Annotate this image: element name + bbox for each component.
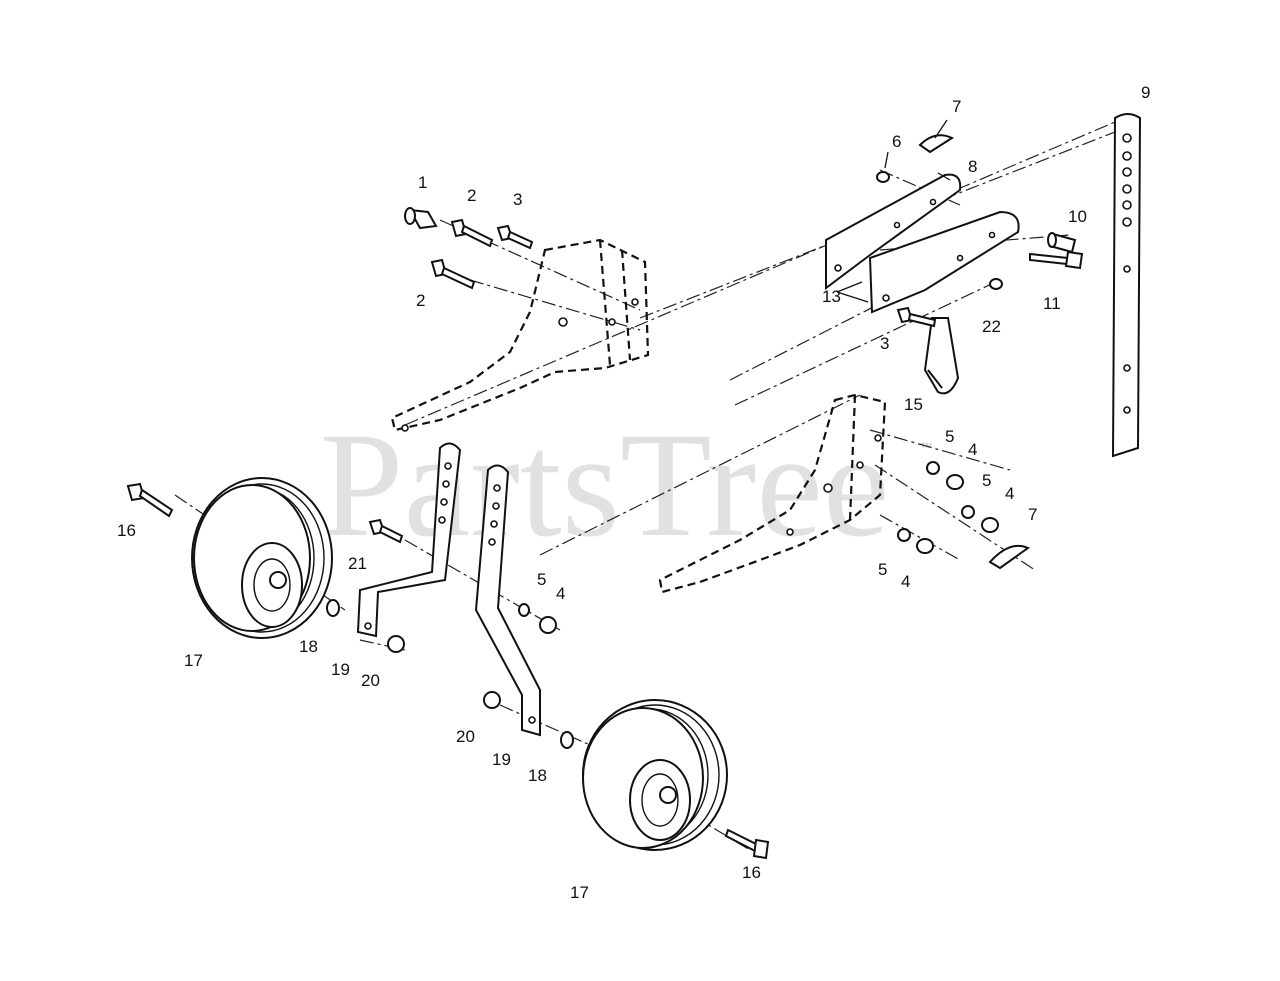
callout-16: 16 bbox=[742, 863, 761, 882]
callout-4: 4 bbox=[968, 440, 977, 459]
washer-right-1 bbox=[926, 461, 940, 475]
callout-20: 20 bbox=[361, 671, 380, 690]
washer-right-3 bbox=[897, 528, 911, 542]
nut-right-3 bbox=[916, 538, 934, 554]
callout-10: 10 bbox=[1068, 207, 1087, 226]
callout-5: 5 bbox=[982, 471, 991, 490]
lock-nut-upper bbox=[876, 171, 890, 183]
callout-15: 15 bbox=[904, 395, 923, 414]
callout-4: 4 bbox=[1005, 484, 1014, 503]
callout-6: 6 bbox=[892, 132, 901, 151]
hex-bolt-lower bbox=[430, 258, 476, 290]
callout-1: 1 bbox=[418, 173, 427, 192]
hairpin-clip-lower bbox=[988, 544, 1031, 570]
watermark-text: PartsTree bbox=[320, 402, 889, 568]
hitch-pin bbox=[1047, 232, 1077, 254]
callout-16: 16 bbox=[117, 521, 136, 540]
bolt-depth-stake bbox=[896, 306, 937, 328]
wheel-bracket-left bbox=[356, 442, 462, 638]
wheel-right bbox=[582, 699, 728, 851]
callout-7: 7 bbox=[952, 97, 961, 116]
wheel-bolt-right bbox=[724, 828, 770, 860]
bracket-bolt bbox=[368, 518, 404, 544]
left-frame-bracket bbox=[390, 238, 650, 432]
wheel-bolt-left bbox=[126, 482, 174, 518]
washer-bracket bbox=[518, 603, 530, 617]
callout-2: 2 bbox=[416, 291, 425, 310]
hex-bolt-upper bbox=[450, 218, 494, 248]
leader-lines bbox=[836, 119, 951, 303]
callout-4: 4 bbox=[901, 572, 910, 591]
mounting-plates bbox=[825, 173, 1020, 314]
adjustment-bar bbox=[1111, 113, 1142, 458]
wheel-washer-right bbox=[560, 731, 574, 749]
watermark-trademark: ™ bbox=[920, 440, 933, 455]
wheel-left bbox=[191, 477, 333, 639]
callout-17: 17 bbox=[184, 651, 203, 670]
wheel-washer-left bbox=[326, 599, 340, 617]
callout-7: 7 bbox=[1028, 505, 1037, 524]
callout-11: 11 bbox=[1043, 294, 1061, 313]
callout-2: 2 bbox=[467, 186, 476, 205]
nut-right-1 bbox=[946, 474, 964, 490]
depth-stake bbox=[923, 317, 960, 395]
callout-18: 18 bbox=[528, 766, 547, 785]
clevis-pin bbox=[404, 207, 438, 230]
callout-5: 5 bbox=[945, 427, 954, 446]
callout-9: 9 bbox=[1141, 83, 1150, 102]
callout-3: 3 bbox=[513, 190, 522, 209]
callout-19: 19 bbox=[331, 660, 350, 679]
lock-nut-right-wheel bbox=[483, 691, 501, 709]
nut-bracket bbox=[539, 616, 557, 634]
washer-right-2 bbox=[961, 505, 975, 519]
callout-20: 20 bbox=[456, 727, 475, 746]
callout-22: 22 bbox=[982, 317, 1001, 336]
nut-right-2 bbox=[981, 517, 999, 533]
callout-21: 21 bbox=[348, 554, 367, 573]
callout-8: 8 bbox=[968, 157, 977, 176]
callout-17: 17 bbox=[570, 883, 589, 902]
callout-labels: 1 2 2 3 3 4 4 4 4 5 5 5 5 6 7 7 8 9 10 1… bbox=[117, 83, 1150, 902]
right-frame-bracket bbox=[658, 393, 887, 594]
callout-18: 18 bbox=[299, 637, 318, 656]
callout-3: 3 bbox=[880, 334, 889, 353]
callout-5: 5 bbox=[878, 560, 887, 579]
callout-5: 5 bbox=[537, 570, 546, 589]
hairpin-clip-upper bbox=[918, 134, 955, 154]
callout-19: 19 bbox=[492, 750, 511, 769]
lock-nut-right bbox=[989, 278, 1003, 290]
wheel-bracket-right bbox=[474, 464, 541, 737]
callout-4: 4 bbox=[556, 584, 565, 603]
callout-13: 13 bbox=[822, 287, 841, 306]
hex-bolt-right bbox=[1029, 250, 1084, 270]
lock-nut-left-wheel bbox=[387, 635, 405, 653]
carriage-bolt-upper bbox=[496, 224, 534, 250]
